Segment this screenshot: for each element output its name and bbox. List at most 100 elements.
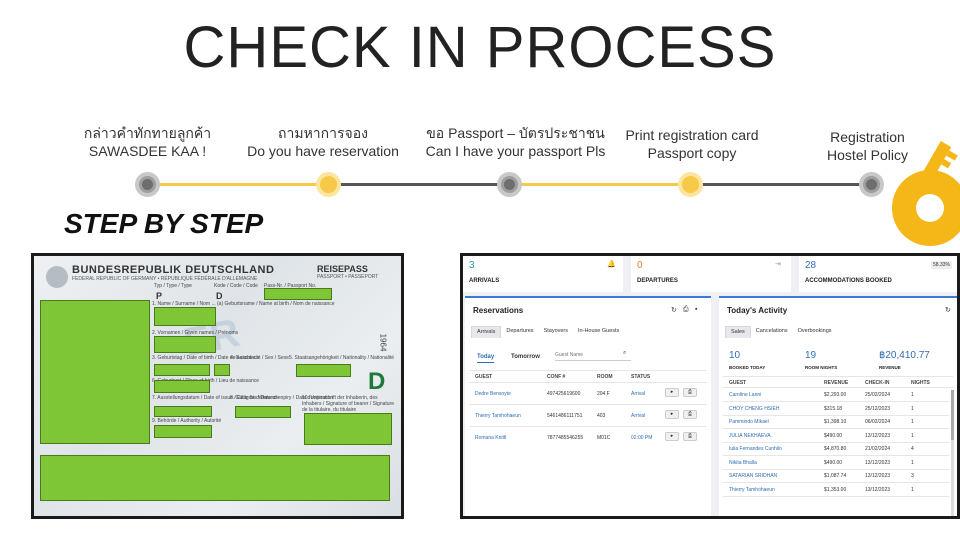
print-card-button[interactable]: ⎙ xyxy=(683,410,697,419)
header-divider xyxy=(723,387,953,388)
step-5-line2: Hostel Policy xyxy=(827,147,908,163)
table-row-guest[interactable]: Iulia Fernandes Cunhilo xyxy=(729,446,782,452)
step-1-line1: กล่าวคำทักทายลูกค้า xyxy=(83,125,212,141)
refresh-icon[interactable]: ↻ xyxy=(945,307,951,314)
table-row-guest[interactable]: SATARIAN SRIDHAN xyxy=(729,473,778,479)
tab-departures[interactable]: Departures xyxy=(506,328,534,334)
step-4-line1: Print registration card xyxy=(625,127,759,143)
reservations-title: Reservations xyxy=(473,306,524,315)
reservations-tabs: Arrivals Departures Stayovers In-House G… xyxy=(471,326,624,338)
table-row-conf: 497425619600 xyxy=(547,391,581,397)
occupancy-percent: 58.33% xyxy=(931,261,952,269)
row-divider xyxy=(723,428,949,429)
kpi-booked-today-label: BOOKED TODAY xyxy=(729,365,766,370)
table-row-guest[interactable]: JULIA NEKHAEVA xyxy=(729,432,771,439)
col-revenue: REVENUE xyxy=(824,380,849,386)
table-row-revenue: $1,353.00 xyxy=(824,486,847,493)
step-4-label: Print registration card Passport copy xyxy=(612,126,772,162)
passport-country-code: D xyxy=(368,368,386,395)
step-2-label: ถามหาการจอง Do you have reservation xyxy=(238,124,408,160)
table-row-guest[interactable]: Thierry Tamhohaeun xyxy=(729,486,775,493)
scrollbar-thumb[interactable] xyxy=(951,390,954,440)
day-tab-today[interactable]: Today xyxy=(477,354,495,363)
stat-departures[interactable]: 0 DEPARTURES ⇥ xyxy=(631,256,791,292)
print-card-button[interactable]: ⎙ xyxy=(683,432,697,441)
table-row-nights: 1 xyxy=(911,419,914,425)
stat-accommodations[interactable]: 28 ACCOMMODATIONS BOOKED 58.33% xyxy=(799,256,957,292)
table-row-nights: 1 xyxy=(911,486,914,493)
table-row-nights: 1 xyxy=(911,392,914,398)
passport-signature-label: 10. Unterschrift der Inhaberin, des Inha… xyxy=(302,395,395,413)
passport-issue-label: 7. Ausstellungsdatum / Date of issue / D… xyxy=(152,395,279,401)
row-divider xyxy=(723,401,949,402)
row-divider xyxy=(723,441,949,443)
day-tab-tomorrow[interactable]: Tomorrow xyxy=(511,354,540,360)
exit-icon: ⇥ xyxy=(775,261,781,268)
print-card-button[interactable]: ⎙ xyxy=(683,388,697,397)
tab-arrivals[interactable]: Arrivals xyxy=(471,326,502,338)
table-row-guest[interactable]: CHOY CHENG HSIEH xyxy=(729,405,780,412)
header-divider xyxy=(723,376,953,377)
passport-number-label: Pass-Nr. / Passport No. xyxy=(264,283,317,289)
redaction-passport-number xyxy=(264,288,332,300)
row-divider xyxy=(723,495,949,497)
tab-stayovers[interactable]: Stayovers xyxy=(543,328,569,334)
passport-dob-label: 3. Geburtstag / Date of birth / Date de … xyxy=(152,355,260,361)
checkin-action-button[interactable]: ▸ xyxy=(665,432,679,441)
redaction-pob xyxy=(154,380,210,393)
pms-dashboard: 3 ARRIVALS 🔔 0 DEPARTURES ⇥ 28 ACCOMMODA… xyxy=(460,253,960,519)
redaction-dob xyxy=(154,364,210,376)
table-row-guest[interactable]: Thierry Tamhohaeun xyxy=(475,413,521,419)
checkin-action-button[interactable]: ▸ xyxy=(665,388,679,397)
table-row-revenue: $490.00 xyxy=(824,432,843,439)
table-row-revenue: $315.18 xyxy=(824,405,843,412)
tab-in-house-guests[interactable]: In-House Guests xyxy=(578,328,620,334)
col-guest: GUEST xyxy=(475,374,493,380)
table-row-nights: 1 xyxy=(911,405,914,412)
table-row-guest[interactable]: Caroline Lanni xyxy=(729,392,762,398)
tab-sales[interactable]: Sales xyxy=(725,326,751,338)
refresh-icon[interactable]: ↻ xyxy=(671,307,677,314)
scrollbar[interactable] xyxy=(951,390,954,516)
stat-departures-label: DEPARTURES xyxy=(637,278,678,284)
table-row-guest[interactable]: Nikita Bhalla xyxy=(729,459,757,466)
timeline-node-1 xyxy=(135,172,160,197)
kpi-revenue: ฿20,410.77 xyxy=(879,350,930,361)
search-icon[interactable]: ⌕ xyxy=(623,350,627,356)
step-by-step-heading: STEP BY STEP xyxy=(64,208,264,239)
kpi-room-nights-label: ROOM NIGHTS xyxy=(805,365,838,370)
table-row-guest[interactable]: Romana Knittl xyxy=(475,435,507,441)
row-divider xyxy=(723,414,949,416)
step-1-label: กล่าวคำทักทายลูกค้า SAWASDEE KAA ! xyxy=(60,124,235,160)
table-row-conf: 5461486111751 xyxy=(547,413,583,419)
timeline-node-3 xyxy=(497,172,522,197)
document-icon[interactable]: ▪ xyxy=(695,306,698,313)
step-2-line2: Do you have reservation xyxy=(247,143,399,159)
timeline-node-2 xyxy=(316,172,341,197)
row-divider xyxy=(723,455,949,456)
step-5-label: Registration Hostel Policy xyxy=(800,128,935,164)
guest-search-input[interactable] xyxy=(555,349,631,361)
col-guest: GUEST xyxy=(729,380,747,386)
table-row-checkin: 13/12/2023 xyxy=(865,486,891,493)
step-4-line2: Passport copy xyxy=(647,145,737,161)
header-divider xyxy=(469,382,707,383)
table-row-guest[interactable]: Dedre Bensoyte xyxy=(475,391,511,397)
timeline-segment-4 xyxy=(691,183,872,186)
print-icon[interactable]: ⎙ xyxy=(683,306,689,313)
key-icon xyxy=(892,141,960,246)
tab-overbookings[interactable]: Overbookings xyxy=(797,328,832,334)
row-divider xyxy=(723,482,949,483)
checkin-action-button[interactable]: ▸ xyxy=(665,410,679,419)
stat-arrivals[interactable]: 3 ARRIVALS 🔔 xyxy=(463,256,623,292)
passport-type-value: P xyxy=(156,291,163,301)
table-row-conf: 7877485546255 xyxy=(547,435,584,441)
passport-name-label: 1. Name / Surname / Nom ... (a) Geburtsn… xyxy=(152,301,335,307)
step-2-line1: ถามหาการจอง xyxy=(278,125,368,141)
table-row-guest[interactable]: Pammindo Mikael xyxy=(729,419,769,425)
tab-cancelations[interactable]: Cancelations xyxy=(755,328,788,334)
table-row-checkin: 13/12/2023 xyxy=(865,459,891,466)
row-divider xyxy=(723,468,949,470)
activity-title: Today's Activity xyxy=(727,306,788,315)
passport-country-sub: FEDERAL REPUBLIC OF GERMANY • RÉPUBLIQUE… xyxy=(72,276,258,282)
